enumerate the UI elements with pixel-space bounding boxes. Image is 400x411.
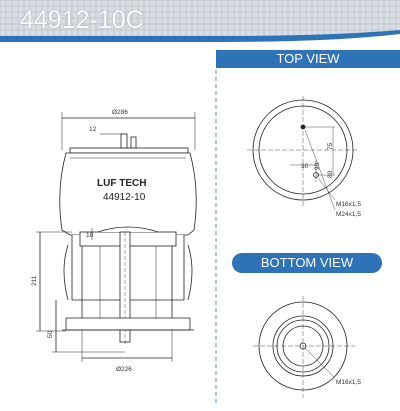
dim-height: 211 — [31, 275, 38, 286]
top-thread-m24: M24x1,5 — [336, 211, 361, 218]
dim-piston-small: 18 — [86, 232, 94, 239]
bottom-thread-m16: M16x1,5 — [336, 379, 361, 386]
dim-80: 80 — [327, 170, 334, 178]
side-view-drawing — [36, 112, 197, 362]
top-view-drawing — [247, 96, 359, 211]
dim-90: 90 — [314, 162, 321, 170]
dim-bottom-diameter: Ø226 — [116, 366, 132, 373]
dim-top-diameter: Ø286 — [112, 109, 128, 116]
brand-label: LUF TECH — [97, 178, 146, 189]
bottom-view-label: BOTTOM VIEW — [232, 253, 382, 273]
bottom-view-drawing — [253, 296, 355, 398]
top-view-label: TOP VIEW — [216, 50, 400, 68]
model-label: 44912-10 — [103, 192, 146, 203]
header-band: 44912-10C — [0, 0, 400, 42]
header-grid-graphic — [0, 0, 400, 42]
dim-75: 75 — [327, 142, 334, 150]
dim-30: 30 — [301, 163, 309, 170]
part-number-title: 44912-10C — [20, 6, 144, 34]
dim-stud-offset: 12 — [89, 126, 97, 133]
top-thread-m16: M16x1,5 — [336, 201, 361, 208]
dim-piston-height: 50 — [47, 330, 54, 338]
